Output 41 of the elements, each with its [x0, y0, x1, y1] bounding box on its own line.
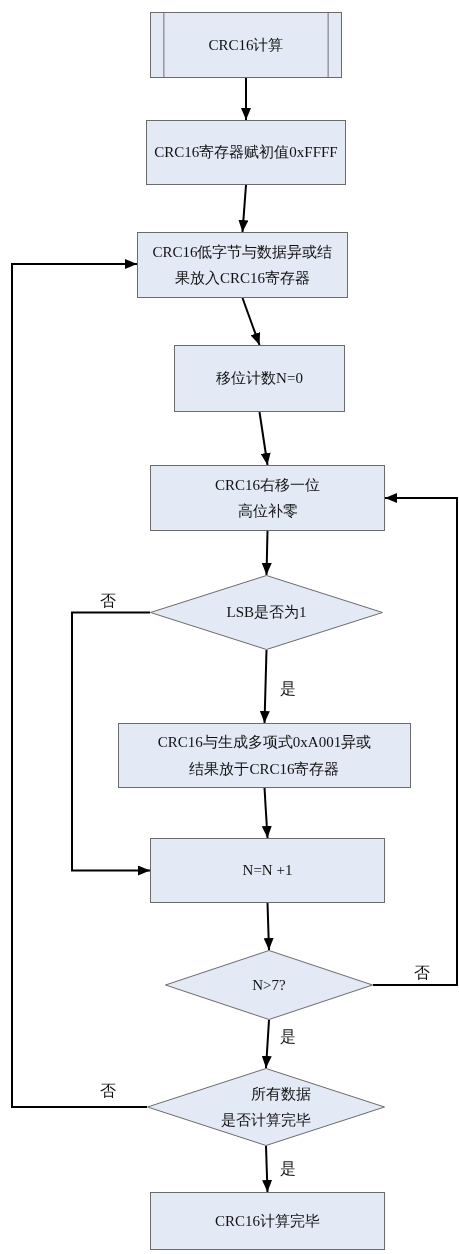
arrow	[261, 787, 272, 839]
subprocess-box	[150, 12, 342, 78]
edge-label: 是	[280, 680, 296, 698]
arrow	[241, 77, 251, 121]
process-box	[174, 345, 345, 412]
node-text: CRC16低字节与数据异或结果放入CRC16寄存器	[151, 242, 334, 288]
arrow	[262, 1145, 273, 1193]
node-text: N>7?	[251, 975, 287, 995]
node-text: CRC16右移一位高位补零	[214, 475, 321, 521]
edge-label: 否	[414, 964, 430, 982]
node-text: CRC16计算完毕	[214, 1211, 321, 1231]
arrow	[261, 530, 272, 576]
arrow	[238, 184, 249, 233]
node-text: LSB是否为1	[225, 603, 308, 623]
node-text: 所有数据是否计算完毕	[220, 1084, 312, 1130]
edge-label: 是	[280, 1160, 296, 1178]
arrow	[11, 259, 148, 1108]
decision-diamond	[150, 575, 383, 650]
arrow	[258, 411, 271, 466]
edge-label: 是	[280, 1028, 296, 1046]
process-box	[150, 838, 385, 903]
arrow	[241, 297, 261, 346]
node-text: CRC16计算	[207, 35, 285, 55]
arrow	[259, 649, 270, 724]
process-box	[137, 232, 348, 298]
node-text: CRC16与生成多项式0xA001异或结果放于CRC16寄存器	[156, 733, 373, 779]
decision-diamond	[165, 950, 373, 1020]
edge-label: 否	[100, 1082, 116, 1100]
process-box	[146, 120, 346, 185]
arrow	[261, 1019, 272, 1069]
node-text: 移位计数N=0	[215, 369, 304, 389]
arrow	[372, 493, 458, 986]
node-text: N=N +1	[241, 861, 294, 881]
process-box	[150, 1192, 385, 1250]
edge-label: 否	[100, 592, 116, 610]
process-box	[118, 723, 411, 788]
node-text: CRC16寄存器赋初值0xFFFF	[153, 143, 339, 163]
arrow	[71, 611, 151, 876]
decision-diamond	[147, 1068, 385, 1146]
arrow	[263, 902, 274, 951]
process-box	[150, 465, 385, 531]
